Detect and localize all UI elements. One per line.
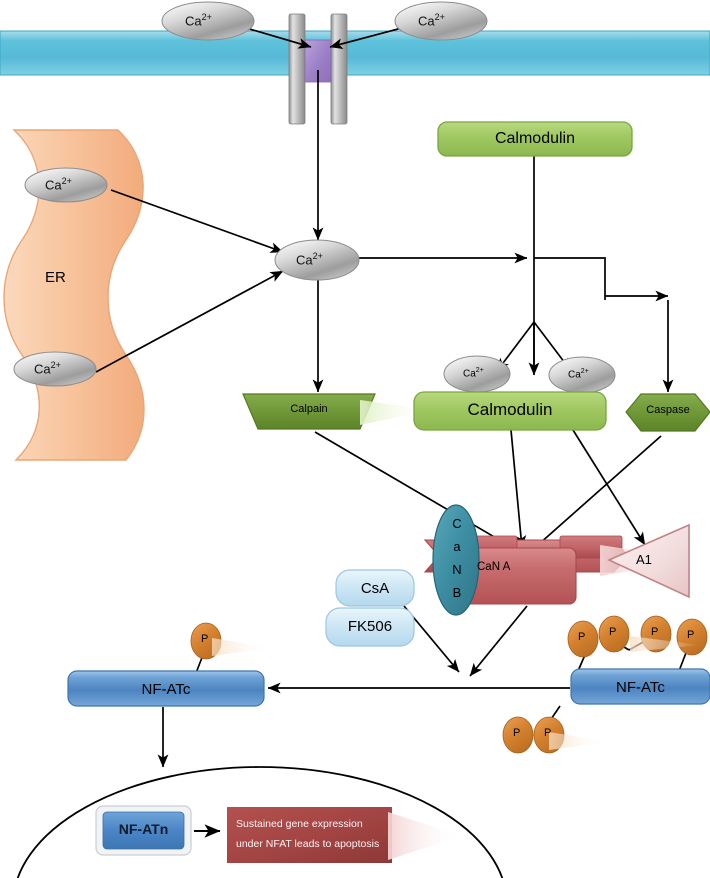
er-calcium-ions: [13, 167, 108, 387]
calmodulin-top-node: [437, 121, 633, 157]
nfatc-right-node: [570, 668, 710, 705]
nfatc-left-node: [67, 670, 265, 707]
gene-expression-node: [227, 807, 462, 863]
extracellular-calcium-ions: [161, 1, 488, 41]
plasma-membrane: [0, 30, 710, 76]
cytosolic-calcium-ion: [274, 239, 360, 281]
nucleus: [16, 766, 504, 878]
caspase-node: [625, 393, 710, 432]
a1-node: [607, 523, 690, 599]
calmodulin-bound-calcium-ions: [443, 355, 616, 394]
calpain-node: [242, 393, 432, 430]
phosphate-groups: [190, 615, 708, 754]
calmodulin-bottom-node: [413, 391, 607, 431]
can-b-node: [432, 504, 480, 616]
nfatn-node: [95, 805, 192, 856]
csa-fk506-inhibitors: [325, 569, 415, 647]
